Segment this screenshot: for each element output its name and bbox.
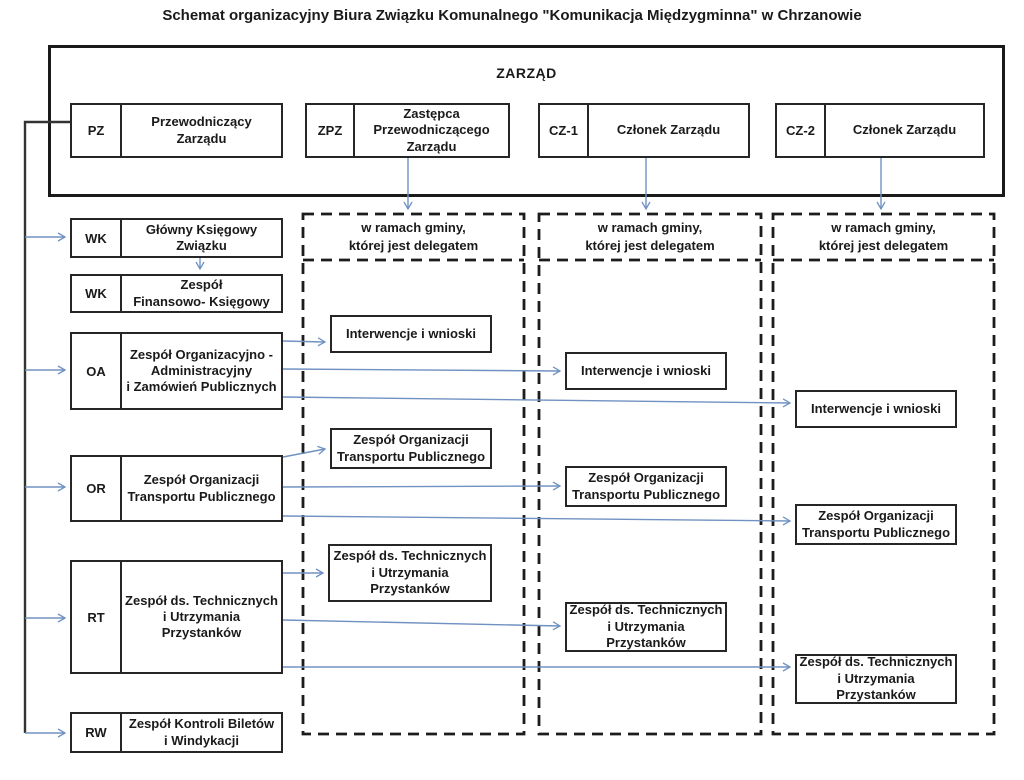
unit-code: WK xyxy=(72,276,122,311)
unit-name: Zespół Organizacji Transportu Publiczneg… xyxy=(127,472,276,504)
delegate-box-techniczny-3: Zespół ds. Technicznych i Utrzymania Prz… xyxy=(795,654,957,704)
unit-name: Główny Księgowy Związku xyxy=(145,221,258,253)
unit-name: Zespół Organizacyjno - Administracyjny i… xyxy=(126,346,277,395)
unit-code: OA xyxy=(72,334,122,408)
unit-code: OR xyxy=(72,457,122,520)
unit-box-or: OR Zespół Organizacji Transportu Publicz… xyxy=(70,455,283,522)
delegate-column-3-frame xyxy=(771,212,996,736)
unit-box-wk-finance-team: WK Zespół Finansowo- Księgowy xyxy=(70,274,283,313)
unit-name: Zespół ds. Technicznych i Utrzymania Prz… xyxy=(125,592,278,641)
unit-name: Zespół Kontroli Biletów i Windykacji xyxy=(128,716,275,748)
unit-name: Zastępca Przewodniczącego Zarządu xyxy=(373,106,490,154)
delegate-box-interwencje-2: Interwencje i wnioski xyxy=(565,352,727,390)
chart-title: Schemat organizacyjny Biura Związku Komu… xyxy=(162,7,862,24)
unit-box-wk-chief-accountant: WK Główny Księgowy Związku xyxy=(70,218,283,258)
unit-name: Członek Zarządu xyxy=(852,122,957,138)
unit-box-zpz: ZPZ Zastępca Przewodniczącego Zarządu xyxy=(305,103,510,158)
unit-code: CZ-1 xyxy=(540,105,589,156)
unit-box-rt: RT Zespół ds. Technicznych i Utrzymania … xyxy=(70,560,283,674)
unit-box-oa: OA Zespół Organizacyjno - Administracyjn… xyxy=(70,332,283,410)
delegate-box-interwencje-1: Interwencje i wnioski xyxy=(330,315,492,353)
unit-name: Przewodniczący Zarządu xyxy=(151,114,252,146)
delegate-column-3-header: w ramach gminy, której jest delegatem xyxy=(818,219,949,253)
delegate-box-transport-1: Zespół Organizacji Transportu Publiczneg… xyxy=(330,428,492,469)
unit-box-cz2: CZ-2 Członek Zarządu xyxy=(775,103,985,158)
delegate-box-interwencje-3: Interwencje i wnioski xyxy=(795,390,957,428)
delegate-box-techniczny-1: Zespół ds. Technicznych i Utrzymania Prz… xyxy=(328,544,492,602)
left-trunk-line xyxy=(23,120,71,733)
unit-code: RT xyxy=(72,562,122,672)
unit-code: PZ xyxy=(72,105,122,156)
zarzad-label: ZARZĄD xyxy=(496,65,557,81)
delegate-column-1-header: w ramach gminy, której jest delegatem xyxy=(348,219,479,253)
unit-name: Zespół Finansowo- Księgowy xyxy=(133,277,270,309)
unit-name: Członek Zarządu xyxy=(616,122,721,138)
delegate-box-transport-3: Zespół Organizacji Transportu Publiczneg… xyxy=(795,504,957,545)
unit-code: RW xyxy=(72,714,122,751)
unit-box-pz: PZ Przewodniczący Zarządu xyxy=(70,103,283,158)
delegate-box-techniczny-2: Zespół ds. Technicznych i Utrzymania Prz… xyxy=(565,602,727,652)
unit-code: WK xyxy=(72,220,122,256)
unit-box-rw: RW Zespół Kontroli Biletów i Windykacji xyxy=(70,712,283,753)
delegate-box-transport-2: Zespół Organizacji Transportu Publiczneg… xyxy=(565,466,727,507)
unit-code: CZ-2 xyxy=(777,105,826,156)
delegate-column-2-frame xyxy=(537,212,763,736)
unit-code: ZPZ xyxy=(307,105,355,156)
delegate-column-2-header: w ramach gminy, której jest delegatem xyxy=(585,219,715,253)
unit-box-cz1: CZ-1 Członek Zarządu xyxy=(538,103,750,158)
delegate-column-1-frame xyxy=(301,212,526,736)
